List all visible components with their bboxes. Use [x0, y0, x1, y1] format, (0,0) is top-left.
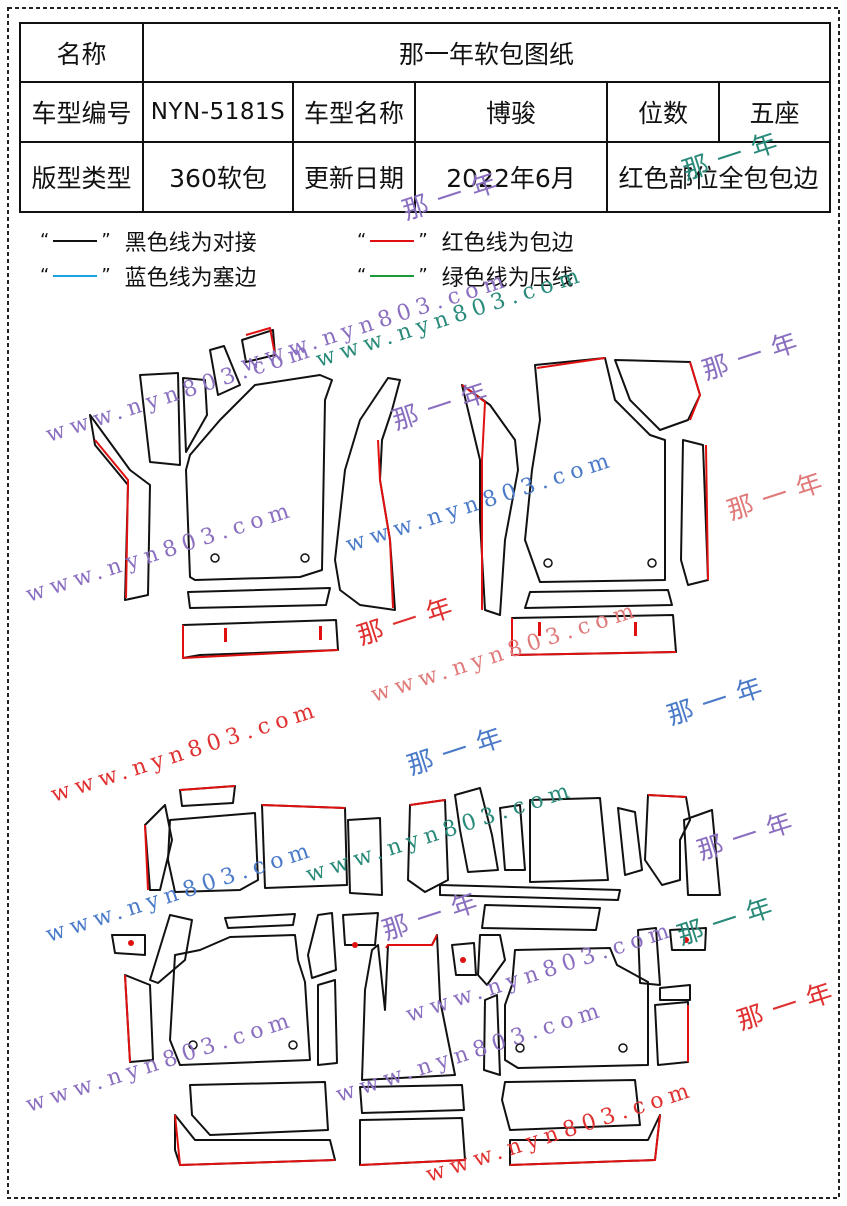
seats-label: 位数	[606, 81, 720, 143]
model-code-label: 车型编号	[19, 81, 144, 143]
legend-label: 蓝色线为塞边	[124, 266, 257, 291]
update-date-value: 2022年6月	[414, 141, 608, 213]
seats-value: 五座	[717, 81, 832, 143]
legend-swatch	[370, 275, 415, 277]
edge-note: 红色部位全包包边	[605, 141, 832, 213]
legend-swatch	[53, 240, 98, 242]
model-code-value: NYN-5181S	[142, 81, 294, 143]
model-name-label: 车型名称	[292, 81, 416, 143]
legend-label: 绿色线为压线	[441, 266, 574, 291]
pattern-type-value: 360软包	[142, 141, 294, 213]
spec-table: 名称 那一年软包图纸 车型编号 NYN-5181S 车型名称 博骏 位数 五座 …	[19, 22, 832, 213]
line-legend: “” 黑色线为对接 “” 红色线为包边 “” 蓝色线为塞边 “” 绿色线为压线	[40, 226, 740, 296]
legend-item-green: “” 绿色线为压线	[357, 261, 574, 291]
legend-label: 红色线为包边	[441, 231, 574, 256]
drawing-title: 那一年软包图纸	[141, 22, 832, 83]
pattern-type-label: 版型类型	[19, 141, 144, 213]
table-row: 版型类型 360软包 更新日期 2022年6月 红色部位全包包边	[19, 141, 832, 213]
legend-swatch	[53, 275, 98, 277]
table-row: 名称 那一年软包图纸	[19, 22, 832, 83]
legend-item-blue: “” 蓝色线为塞边	[40, 261, 257, 291]
legend-swatch	[370, 240, 415, 242]
legend-item-black: “” 黑色线为对接	[40, 226, 257, 256]
title-label-cell: 名称	[19, 22, 144, 83]
model-name-value: 博骏	[414, 81, 608, 143]
update-date-label: 更新日期	[292, 141, 416, 213]
table-row: 车型编号 NYN-5181S 车型名称 博骏 位数 五座	[19, 81, 832, 143]
legend-item-red: “” 红色线为包边	[357, 226, 574, 256]
legend-label: 黑色线为对接	[124, 231, 257, 256]
